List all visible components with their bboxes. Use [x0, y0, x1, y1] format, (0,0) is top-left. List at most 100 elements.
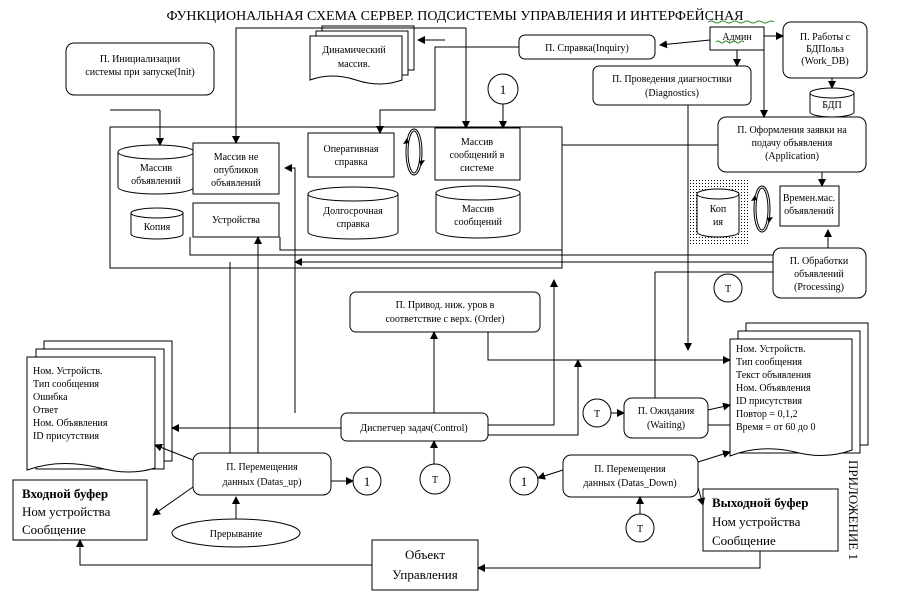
diagnostics-line1: П. Проведения диагностики — [612, 74, 732, 85]
interrupt-label: Прерывание — [210, 529, 263, 540]
input-buffer-line1: Ном устройства — [22, 504, 111, 519]
copy-right-database: Коп ия — [688, 180, 748, 245]
right-doc-line-6: Повтор = 0,1,2 — [736, 409, 798, 420]
output-buffer-title: Выходной буфер — [712, 495, 808, 510]
diagram-title: ФУНКЦИОНАЛЬНАЯ СХЕМА СЕРВЕР. ПОДСИСТЕМЫ … — [166, 7, 743, 24]
waiting-process: П. Ожидания (Waiting) — [623, 397, 709, 439]
timer-processing: T — [713, 273, 743, 303]
copy-right-line2: ия — [713, 217, 723, 228]
datas-up-line1: П. Перемещения — [226, 462, 298, 473]
devices-array: Устройства — [192, 202, 280, 238]
processing-line2: объявлений — [794, 269, 844, 280]
datas-up-line2: данных (Datas_up) — [223, 477, 302, 488]
messages-in-system-line3: системе — [460, 163, 494, 174]
sync-icon — [403, 128, 425, 176]
connector-1-left: 1 — [352, 466, 382, 496]
timer-datas-down-label: T — [637, 524, 643, 535]
devices-label: Устройства — [212, 215, 261, 226]
timer-processing-label: T — [725, 284, 731, 295]
ads-array-database: Массив объявлений — [117, 144, 195, 195]
control-object-line2: Управления — [392, 567, 457, 582]
unpublished-line1: Массив не — [214, 152, 259, 163]
unpublished-line2: опубликов — [214, 165, 259, 176]
datas-down-line1: П. Перемещения — [594, 464, 666, 475]
input-buffer-title: Входной буфер — [22, 486, 108, 501]
right-doc-line-4: Ном. Объявления — [736, 383, 811, 394]
application-line3: (Application) — [765, 151, 819, 162]
application-line2: подачу объявления — [752, 138, 833, 149]
processing-line3: (Processing) — [794, 282, 844, 293]
control-object: Объект Управления — [371, 539, 479, 591]
messages-array-database: Массив сообщений — [435, 185, 521, 239]
right-doc-line-5: ID присутствия — [736, 396, 802, 407]
copy-left-database: Копия — [130, 207, 184, 240]
left-doc-line-4: Ответ — [33, 405, 59, 416]
left-message-document: Ном. Устройств. Тип сообщенияОшибкаОтветН… — [26, 340, 173, 473]
control-object-line1: Объект — [405, 547, 445, 562]
work-db-line2: БДПольз — [806, 44, 844, 55]
application-line1: П. Оформления заявки на — [737, 125, 847, 136]
ads-array-line1: Массив — [140, 163, 173, 174]
long-help-line2: справка — [336, 219, 370, 230]
init-line2: системы при запуске(Init) — [85, 67, 194, 78]
copy-left-label: Копия — [144, 222, 171, 233]
timer-control-label: T — [432, 475, 438, 486]
appendix-label: ПРИЛОЖЕНИЕ 1 — [846, 460, 861, 560]
work-db-line1: П. Работы с — [800, 32, 851, 43]
timer-control: T — [419, 463, 451, 495]
unpublished-line3: объявлений — [211, 178, 261, 189]
interrupt-event: Прерывание — [171, 518, 301, 548]
messages-in-system: Массив сообщений в системе — [434, 127, 521, 181]
diagnostics-line2: (Diagnostics) — [645, 88, 699, 99]
operative-help-line1: Оперативная — [323, 144, 378, 155]
waiting-line2: (Waiting) — [647, 420, 685, 431]
waiting-line1: П. Ожидания — [638, 406, 695, 417]
input-buffer-line2: Сообщение — [22, 522, 86, 537]
timer-waiting-label: T — [594, 409, 600, 420]
inquiry-label: П. Справка(Inquiry) — [545, 43, 629, 54]
bdp-database: БДП — [809, 87, 855, 118]
connection-lines — [76, 27, 836, 572]
ads-array-line2: объявлений — [131, 176, 181, 187]
application-process: П. Оформления заявки на подачу объявлени… — [717, 116, 867, 173]
init-line1: П. Инициализации — [100, 54, 181, 65]
connector-1-top-label: 1 — [500, 82, 507, 97]
connector-1-left-label: 1 — [364, 474, 371, 489]
right-doc-line-1: Ном. Устройств. — [736, 344, 806, 355]
timer-datas-down: T — [625, 513, 655, 543]
diagnostics-process: П. Проведения диагностики (Diagnostics) — [592, 65, 752, 106]
processing-line1: П. Обработки — [790, 256, 849, 267]
output-buffer: Выходной буфер Ном устройства Сообщение — [702, 488, 839, 552]
order-process: П. Привод. ниж. уров в соответствие с ве… — [349, 291, 541, 333]
messages-in-system-line1: Массив — [461, 137, 494, 148]
input-buffer: Входной буфер Ном устройства Сообщение — [12, 479, 148, 541]
unpublished-ads-array: Массив не опубликов объявлений — [192, 142, 280, 195]
control-label: Диспетчер задач(Control) — [360, 423, 468, 434]
messages-array-line1: Массив — [462, 204, 495, 215]
control-dispatcher: Диспетчер задач(Control) — [340, 412, 489, 442]
init-process: П. Инициализации системы при запуске(Ini… — [65, 42, 215, 96]
dynamic-array: Динамический массив. — [309, 25, 415, 85]
datas-up-process: П. Перемещения данных (Datas_up) — [192, 452, 332, 496]
left-doc-line-3: Ошибка — [33, 392, 68, 403]
processing-process: П. Обработки объявлений (Processing) — [772, 247, 867, 299]
left-doc-line-1: Ном. Устройств. — [33, 366, 103, 377]
inquiry-process: П. Справка(Inquiry) — [518, 34, 656, 60]
right-doc-line-3: Текст объявления — [736, 370, 811, 381]
operative-help-line2: справка — [334, 157, 368, 168]
left-doc-line-5: Ном. Объявления — [33, 418, 108, 429]
left-doc-line-2: Тип сообщения — [33, 379, 99, 390]
long-help-line1: Долгосрочная — [323, 206, 383, 217]
right-doc-line-7: Время = от 60 до 0 — [736, 422, 816, 433]
datas-down-process: П. Перемещения данных (Datas_Down) — [562, 454, 699, 498]
order-line1: П. Привод. ниж. уров в — [396, 300, 495, 311]
order-line2: соответствие с верх. (Order) — [385, 314, 504, 325]
sync-icon-right — [751, 185, 773, 233]
connector-1-right: 1 — [509, 466, 539, 496]
operative-help: Оперативная справка — [307, 132, 395, 178]
output-buffer-line1: Ном устройства — [712, 514, 801, 529]
copy-right-line1: Коп — [710, 204, 727, 215]
admin-label: Админ — [722, 32, 752, 43]
work-db-process: П. Работы с БДПольз (Work_DB) — [782, 21, 868, 79]
dynamic-array-line2: массив. — [338, 59, 370, 70]
